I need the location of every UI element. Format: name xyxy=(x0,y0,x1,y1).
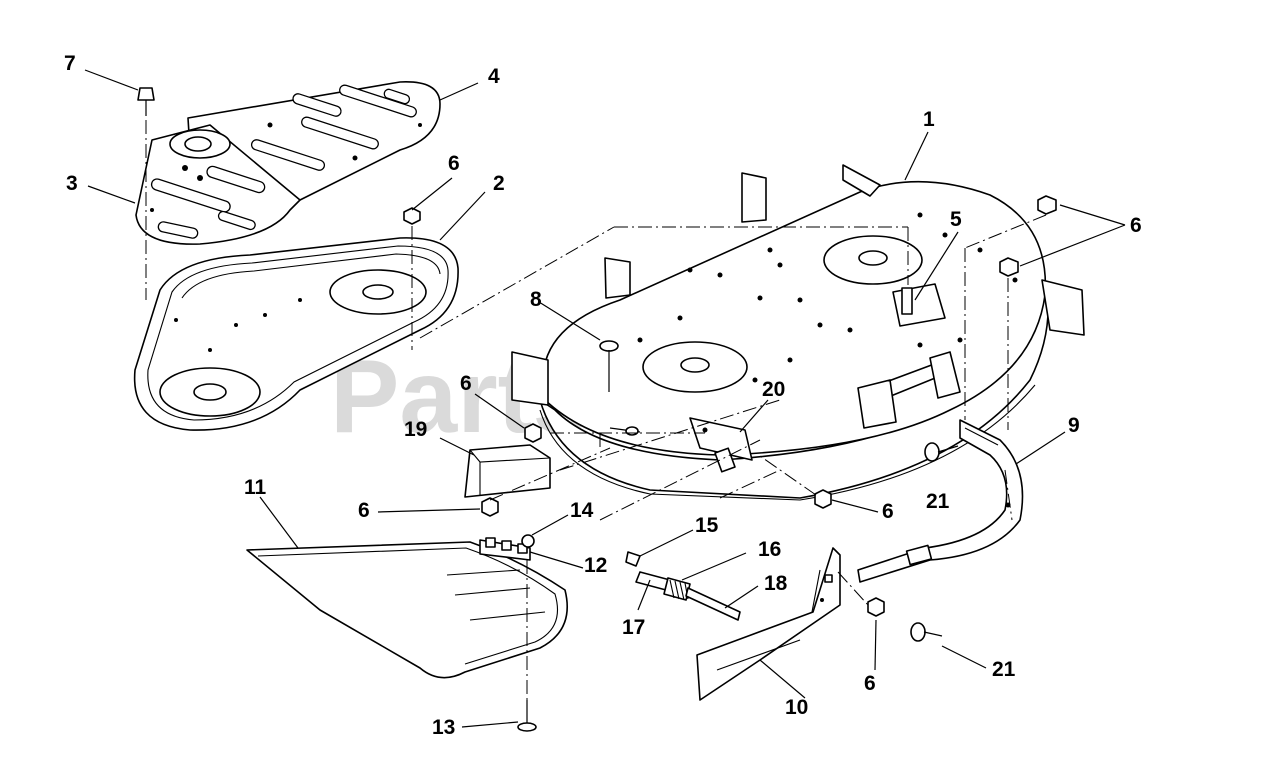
callout-19: 19 xyxy=(404,418,427,441)
callout-6: 6 xyxy=(864,672,876,695)
callout-6: 6 xyxy=(448,152,460,175)
callout-21: 21 xyxy=(926,490,950,513)
callout-9: 9 xyxy=(1068,414,1080,437)
chute-bracket xyxy=(689,417,753,473)
callout-16: 16 xyxy=(758,538,781,561)
lower-belt-cover-plate xyxy=(135,124,301,245)
leader-lines xyxy=(84,69,1126,728)
callout-4: 4 xyxy=(488,65,500,88)
chute-spring-rod xyxy=(625,551,741,621)
callout-13: 13 xyxy=(432,716,455,739)
callout-8: 8 xyxy=(530,288,542,311)
fasteners xyxy=(137,87,1057,732)
pulley-cover xyxy=(133,237,459,431)
chute-deflector-block xyxy=(464,444,551,498)
callout-6: 6 xyxy=(460,372,472,395)
callout-3: 3 xyxy=(66,172,78,195)
discharge-chute xyxy=(246,541,569,679)
callout-labels: 7 4 3 6 2 1 5 6 8 6 20 19 9 11 21 6 14 6… xyxy=(64,52,1142,739)
callout-5: 5 xyxy=(950,208,962,231)
callout-14: 14 xyxy=(570,499,594,522)
chute-hinge-bracket xyxy=(479,534,535,561)
callout-2: 2 xyxy=(493,172,505,195)
callout-7: 7 xyxy=(64,52,76,75)
callout-17: 17 xyxy=(622,616,645,639)
callout-1: 1 xyxy=(923,108,935,131)
rear-baffle xyxy=(696,547,841,701)
callout-6: 6 xyxy=(882,500,894,523)
callout-18: 18 xyxy=(764,572,788,595)
assembly-centerlines xyxy=(145,120,1047,700)
callout-21: 21 xyxy=(992,658,1016,681)
side-baffle-band xyxy=(857,419,1024,583)
callout-12: 12 xyxy=(584,554,607,577)
callout-6: 6 xyxy=(358,499,370,522)
callout-6: 6 xyxy=(1130,214,1142,237)
callout-11: 11 xyxy=(244,476,267,499)
callout-20: 20 xyxy=(762,378,785,401)
callout-15: 15 xyxy=(695,514,719,537)
callout-10: 10 xyxy=(785,696,808,719)
